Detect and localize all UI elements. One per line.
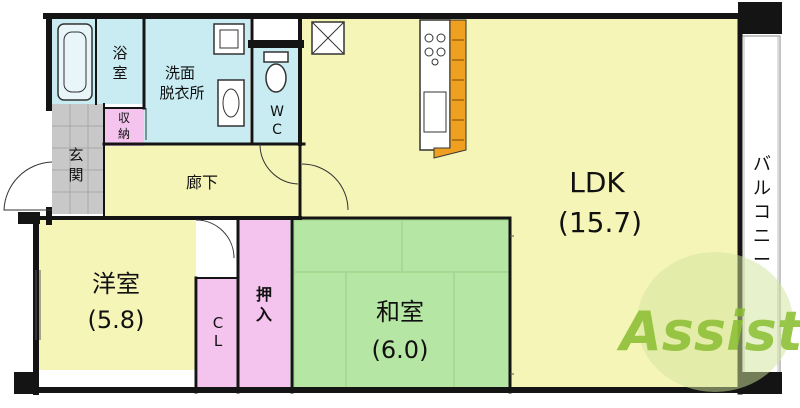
balcony-label-1: バ bbox=[753, 154, 771, 175]
western-door bbox=[195, 219, 235, 259]
kitchen-sink-icon bbox=[423, 91, 447, 133]
storage-label-1: 収 bbox=[118, 111, 130, 125]
japanese-room-size: (6.0) bbox=[372, 336, 429, 364]
storage-area bbox=[104, 108, 144, 146]
balcony-label-3: コ bbox=[753, 202, 771, 223]
washroom-label-2: 脱衣所 bbox=[159, 84, 204, 102]
bath-label-1: 浴 bbox=[112, 44, 127, 62]
wc-label-1: W bbox=[270, 104, 284, 120]
wc-door bbox=[259, 143, 299, 185]
western-room-floor bbox=[38, 220, 196, 370]
western-room-size: (5.8) bbox=[88, 306, 145, 334]
balcony-label-5: ー bbox=[753, 250, 771, 271]
wc-label-2: C bbox=[272, 122, 282, 138]
entrance-area bbox=[52, 104, 104, 214]
kitchen-bar-counter bbox=[433, 19, 467, 159]
toilet-icon bbox=[263, 51, 289, 93]
oshiire-label-1: 押 bbox=[256, 285, 272, 304]
bathtub-icon bbox=[57, 23, 93, 101]
ldk-door bbox=[301, 163, 349, 211]
japanese-room-floor bbox=[292, 218, 510, 390]
ldk-name: LDK bbox=[569, 166, 625, 199]
closet-area bbox=[198, 278, 238, 388]
balcony-label-4: ニ bbox=[753, 226, 771, 247]
oshiire-area bbox=[238, 218, 290, 390]
storage-label-2: 納 bbox=[118, 127, 130, 141]
entrance-door bbox=[3, 161, 53, 211]
stove-icon bbox=[424, 33, 446, 66]
washroom-label-1: 洗面 bbox=[165, 64, 195, 82]
hallway-label: 廊下 bbox=[186, 173, 218, 192]
entrance-label-1: 玄 bbox=[68, 146, 83, 164]
oshiire-label-2: 入 bbox=[256, 305, 272, 324]
washing-machine-icon bbox=[213, 23, 245, 55]
bath-label-2: 室 bbox=[112, 64, 127, 82]
western-room-name: 洋室 bbox=[92, 270, 140, 298]
entrance-label-2: 関 bbox=[68, 166, 83, 184]
balcony-label-2: ル bbox=[753, 178, 771, 199]
sink-icon bbox=[217, 79, 245, 127]
japanese-room-name: 和室 bbox=[376, 298, 424, 326]
svg-text:Assist: Assist bbox=[616, 300, 800, 363]
closet-label-2: L bbox=[214, 332, 223, 350]
refrigerator-icon bbox=[311, 21, 345, 55]
ldk-size: (15.7) bbox=[558, 206, 642, 239]
closet-label-1: C bbox=[213, 314, 223, 332]
assist-logo: Assist bbox=[616, 252, 800, 392]
hallway-floor bbox=[104, 144, 304, 216]
